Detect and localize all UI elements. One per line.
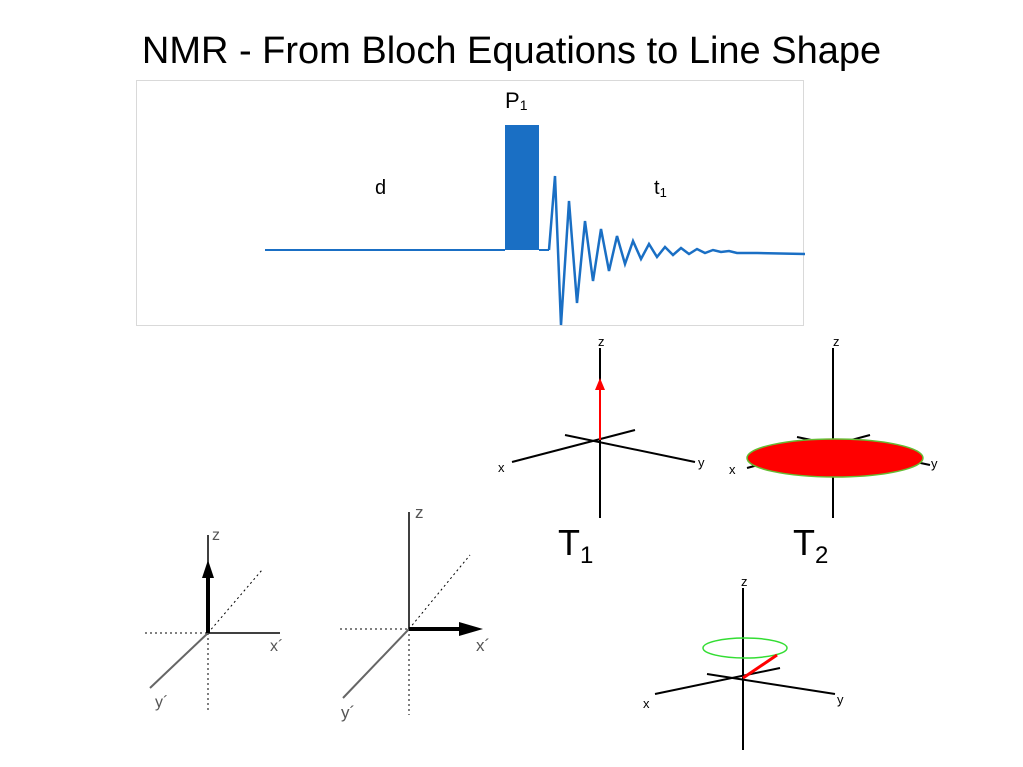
- x-label: x: [498, 460, 505, 475]
- rotating-frame-diagram-equilibrium: z x´ y´: [145, 527, 283, 712]
- rotating-frame-diagram-after-pulse: z x´ y´: [340, 503, 490, 722]
- z-label: z: [833, 334, 840, 349]
- x-label: x: [643, 696, 650, 711]
- z-label: z: [741, 574, 748, 589]
- arrow-head-icon: [202, 560, 214, 578]
- y-label: y: [837, 692, 844, 707]
- t1-relaxation-diagram: z x y: [498, 334, 705, 518]
- y-axis-negative: [207, 569, 263, 634]
- x-label: x´: [476, 636, 490, 655]
- y-label: y: [698, 455, 705, 470]
- pulse-sequence-panel: d P1 t1: [136, 80, 806, 326]
- precession-diagram: z x y: [643, 574, 844, 750]
- z-label: z: [212, 527, 220, 544]
- precession-path: [702, 637, 788, 659]
- rf-pulse: [505, 125, 539, 250]
- arrow-head-icon: [595, 378, 605, 390]
- t2-relaxation-diagram: z x y: [729, 334, 938, 518]
- y-label: y: [931, 456, 938, 471]
- y-axis: [149, 632, 209, 689]
- x-label: x´: [270, 638, 283, 655]
- precessing-vector: [742, 653, 778, 680]
- x-axis: [511, 429, 636, 463]
- x-label: x: [729, 462, 736, 477]
- y-axis: [706, 673, 836, 695]
- y-label: y´: [341, 703, 355, 722]
- fid-signal: [547, 175, 806, 326]
- y-axis: [564, 434, 696, 463]
- z-label: z: [415, 503, 424, 522]
- delay-label: d: [375, 177, 386, 199]
- dephased-magnetization-disk: [746, 438, 924, 478]
- y-label: y´: [155, 694, 168, 711]
- slide-title: NMR - From Bloch Equations to Line Shape: [141, 30, 882, 72]
- y-axis-negative: [408, 554, 471, 630]
- pulse-label: P1: [505, 88, 528, 113]
- t2-caption: T2: [793, 522, 829, 570]
- y-axis: [342, 628, 410, 699]
- x-axis: [654, 667, 781, 695]
- z-label: z: [598, 334, 605, 349]
- t1-caption: T1: [558, 522, 594, 570]
- arrow-head-icon: [459, 622, 483, 636]
- acquisition-label: t1: [654, 177, 667, 200]
- pulse-sequence-diagram: d P1 t1: [265, 88, 806, 326]
